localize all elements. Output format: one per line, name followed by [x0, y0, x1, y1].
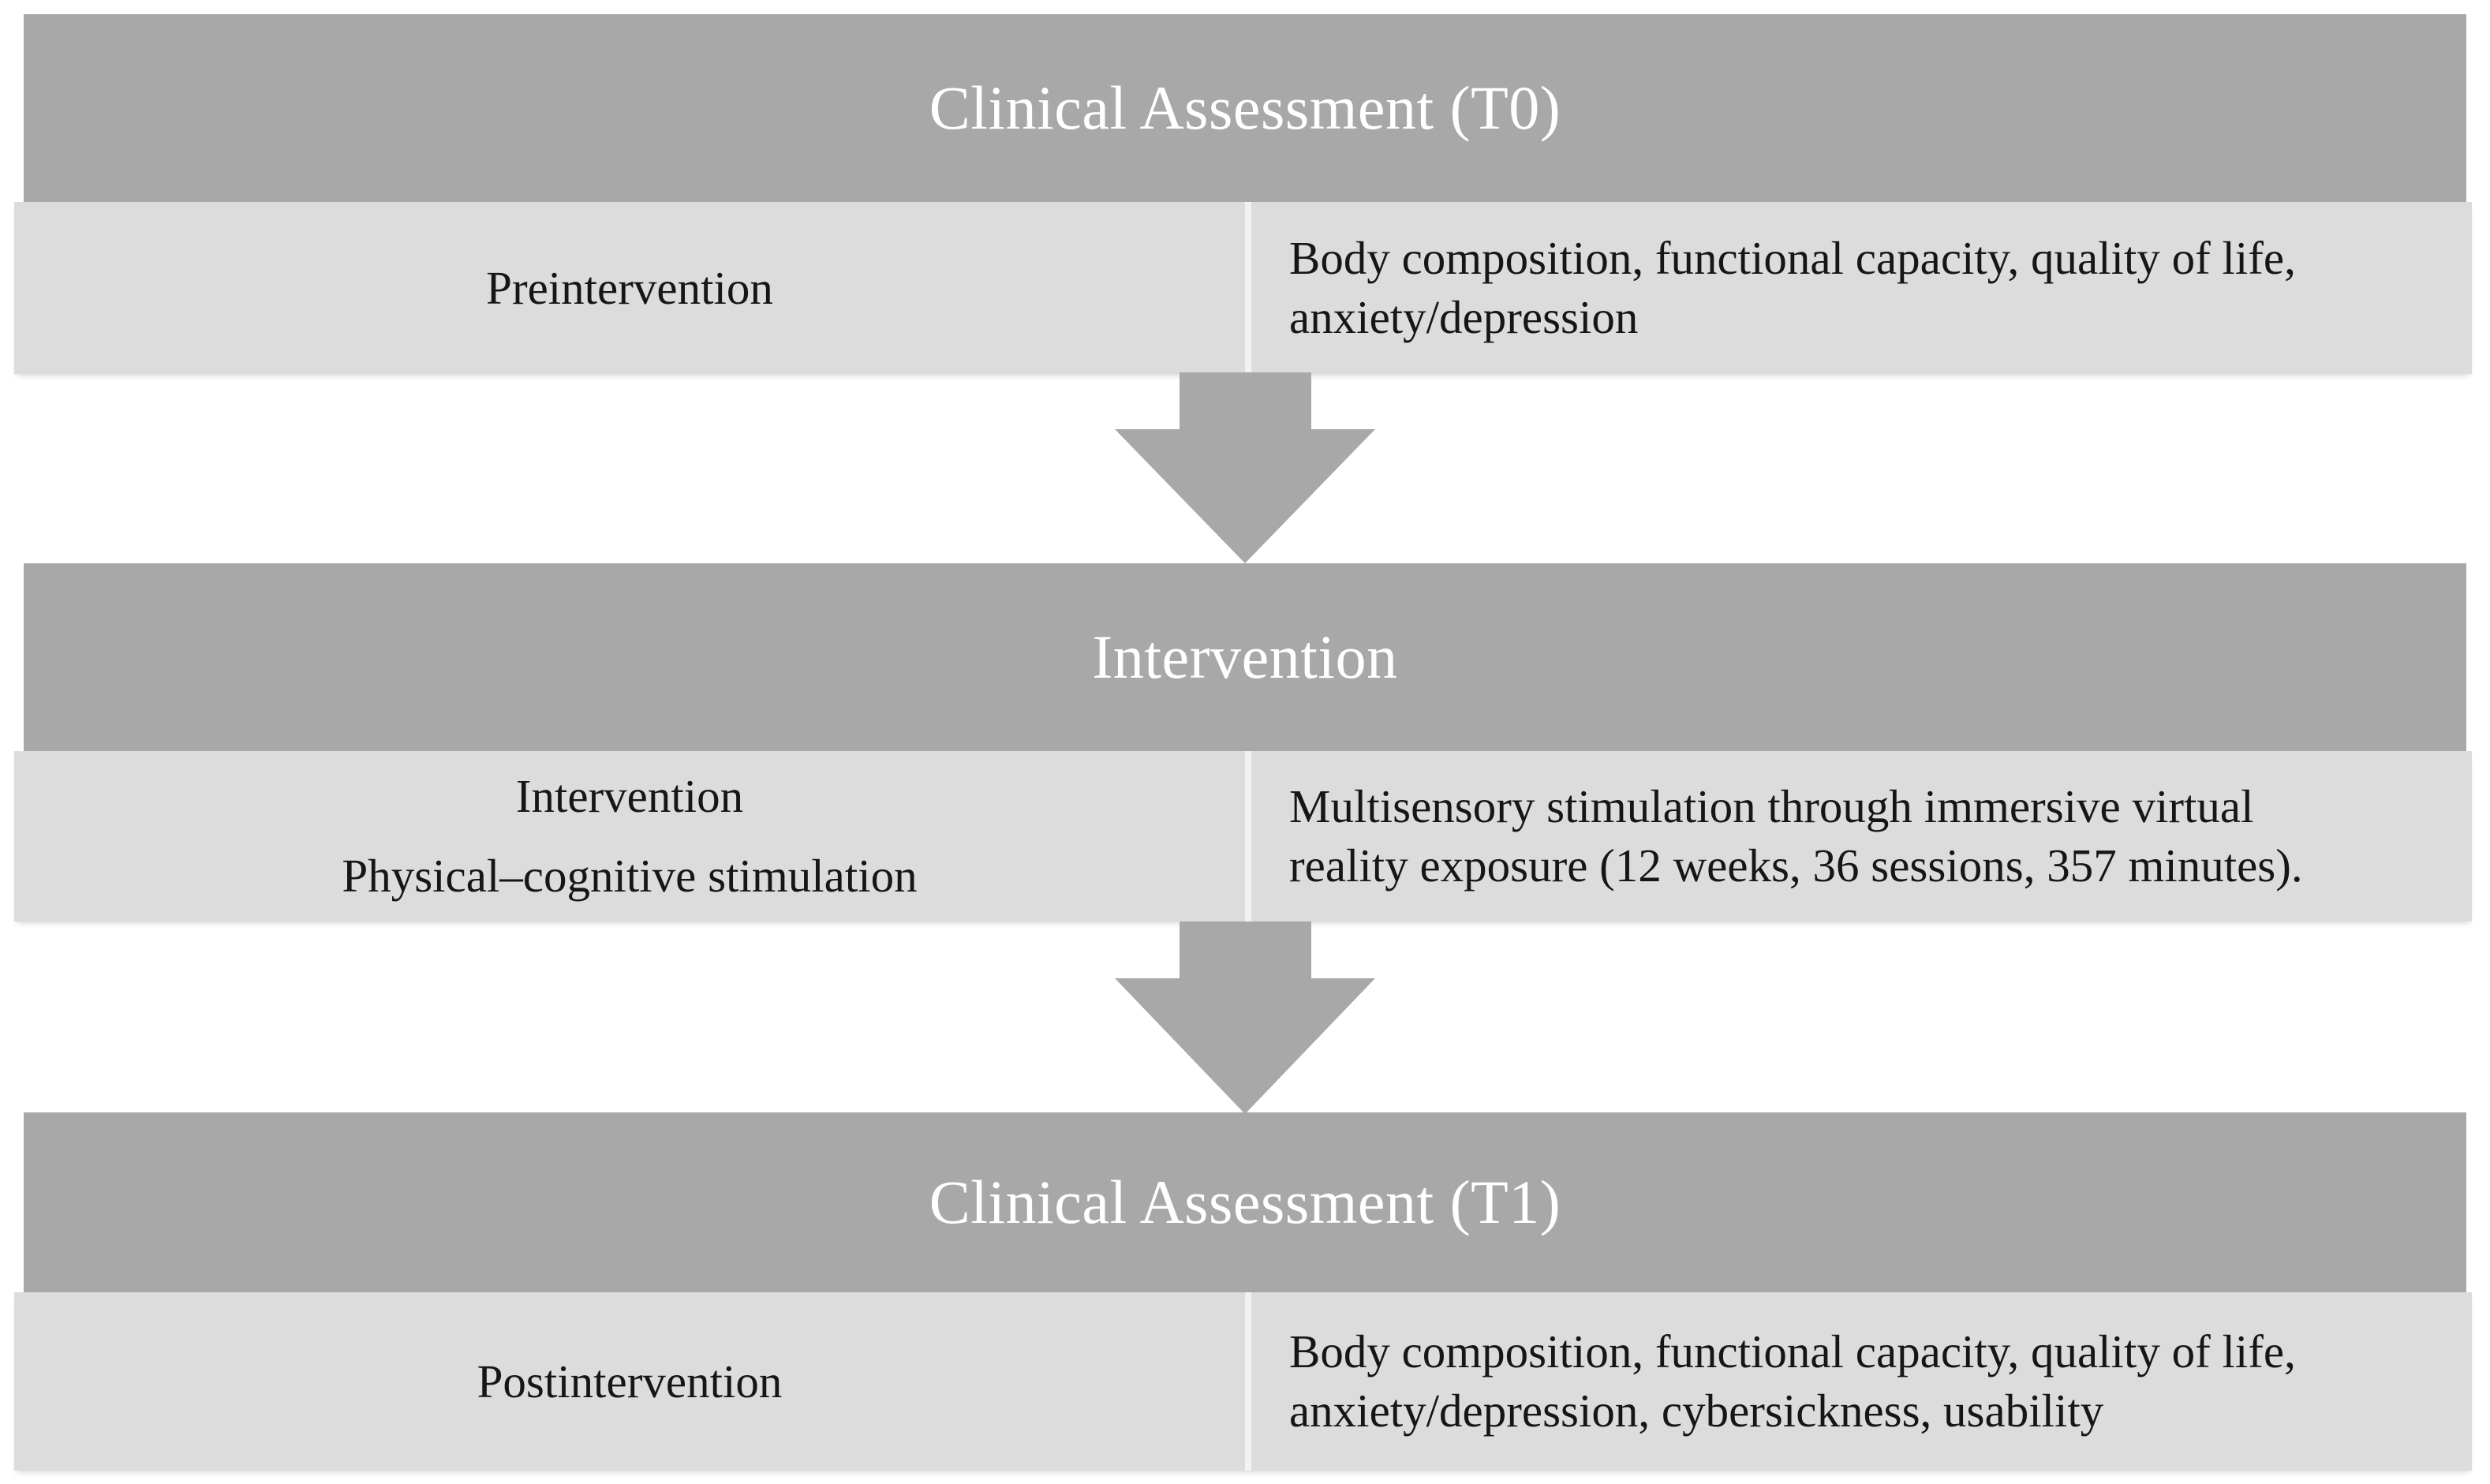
stage-title-intervention: Intervention — [1092, 622, 1398, 692]
stage-t1-left-cell: Postintervention — [14, 1292, 1245, 1471]
stage-header-t1: Clinical Assessment (T1) — [24, 1112, 2466, 1292]
down-arrow-icon-intervention-to-t1 — [1115, 921, 1375, 1114]
stage-t1-left-text: Postintervention — [46, 1352, 1213, 1411]
stage-t1-column-divider — [1245, 1292, 1251, 1471]
down-arrow-icon-t0-to-intervention — [1115, 372, 1375, 563]
stage-title-t0: Clinical Assessment (T0) — [929, 73, 1561, 143]
stage-t0-right-cell: Body composition, functional capacity, q… — [1251, 202, 2472, 374]
stage-intervention: Intervention Intervention Physical–cogni… — [0, 563, 2490, 921]
stage-t0-right-text: Body composition, functional capacity, q… — [1289, 229, 2426, 347]
stage-t0-left-text: Preintervention — [46, 259, 1213, 318]
stage-title-t1: Clinical Assessment (T1) — [929, 1168, 1561, 1237]
stage-intervention-left-spacer — [46, 826, 1213, 847]
stage-intervention-right-cell: Multisensory stimulation through immersi… — [1251, 751, 2472, 921]
stage-t0-column-divider — [1245, 202, 1251, 374]
stage-intervention-right-line-1: Multisensory stimulation through immersi… — [1289, 780, 2254, 833]
stage-clinical-assessment-t0: Clinical Assessment (T0) Preintervention… — [0, 14, 2490, 374]
stage-body-t0: Preintervention Body composition, functi… — [14, 202, 2472, 374]
stage-header-intervention: Intervention — [24, 563, 2466, 751]
stage-t0-right-line-2: anxiety/depression — [1289, 291, 1639, 343]
stage-body-intervention: Intervention Physical–cognitive stimulat… — [14, 751, 2472, 921]
stage-t1-right-line-1: Body composition, functional capacity, q… — [1289, 1325, 2296, 1378]
stage-body-t1: Postintervention Body composition, funct… — [14, 1292, 2472, 1471]
stage-intervention-left-text: Intervention Physical–cognitive stimulat… — [46, 767, 1213, 906]
stage-t0-left-line-1: Preintervention — [486, 261, 773, 314]
stage-t1-right-line-2: anxiety/depression, cybersickness, usabi… — [1289, 1385, 2104, 1437]
stage-clinical-assessment-t1: Clinical Assessment (T1) Postinterventio… — [0, 1112, 2490, 1471]
stage-t1-right-cell: Body composition, functional capacity, q… — [1251, 1292, 2472, 1471]
stage-intervention-column-divider — [1245, 751, 1251, 921]
stage-intervention-right-text: Multisensory stimulation through immersi… — [1289, 777, 2426, 895]
stage-t0-right-line-1: Body composition, functional capacity, q… — [1289, 232, 2296, 285]
stage-header-t0: Clinical Assessment (T0) — [24, 14, 2466, 202]
stage-t1-left-line-1: Postintervention — [477, 1355, 783, 1407]
stage-intervention-right-line-2: reality exposure (12 weeks, 36 sessions,… — [1289, 839, 2303, 892]
stage-t1-right-text: Body composition, functional capacity, q… — [1289, 1322, 2426, 1441]
stage-t0-left-cell: Preintervention — [14, 202, 1245, 374]
stage-intervention-left-line-2: Physical–cognitive stimulation — [342, 850, 918, 902]
stage-intervention-left-line-1: Intervention — [515, 770, 744, 823]
stage-intervention-left-cell: Intervention Physical–cognitive stimulat… — [14, 751, 1245, 921]
